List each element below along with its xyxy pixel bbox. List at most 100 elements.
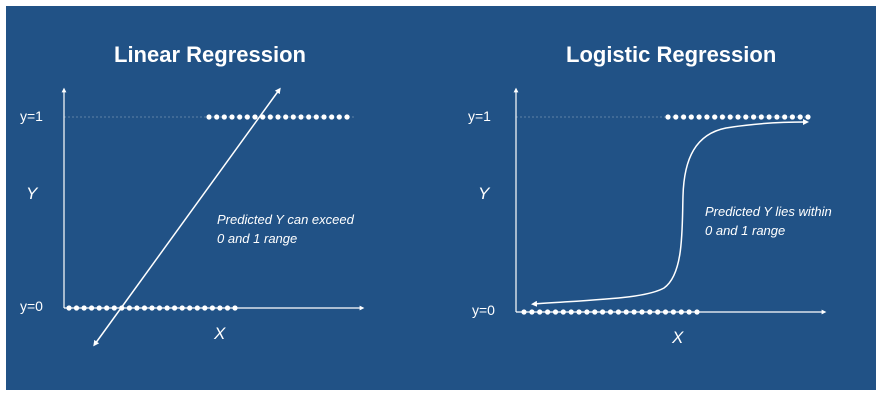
data-point xyxy=(81,305,87,311)
logistic-regression-title: Logistic Regression xyxy=(566,42,777,67)
data-point xyxy=(134,305,140,311)
data-point xyxy=(719,114,726,120)
data-point xyxy=(623,309,629,315)
data-point xyxy=(743,114,749,120)
data-point xyxy=(774,114,780,120)
data-point xyxy=(805,114,811,120)
data-point xyxy=(782,114,788,120)
data-point xyxy=(584,309,590,315)
linear-regression-plot xyxy=(61,87,365,347)
slide-background: Linear Regression Logistic Regression y=… xyxy=(6,6,876,390)
data-point xyxy=(696,114,702,120)
right-y-axis-label: Y xyxy=(478,184,490,203)
left-class0-points xyxy=(66,305,238,311)
data-point xyxy=(576,309,582,315)
data-point xyxy=(283,114,289,120)
data-point xyxy=(673,114,679,120)
data-point xyxy=(313,114,319,120)
diagram-canvas xyxy=(61,87,827,347)
data-point xyxy=(615,309,622,315)
data-point xyxy=(789,114,796,120)
data-point xyxy=(306,114,312,120)
data-point xyxy=(229,114,235,120)
data-point xyxy=(631,309,637,315)
data-point xyxy=(600,309,606,315)
linear-fit-line xyxy=(93,87,281,347)
left-x-axis-label: X xyxy=(214,324,226,343)
data-point xyxy=(545,309,551,315)
right-annotation: Predicted Y lies within 0 and 1 range xyxy=(705,202,832,240)
logistic-regression-plot xyxy=(513,87,827,315)
data-point xyxy=(237,114,243,120)
data-point xyxy=(537,309,543,315)
data-point xyxy=(232,305,238,311)
data-point xyxy=(336,114,342,120)
data-point xyxy=(751,114,757,120)
data-point xyxy=(694,309,700,315)
data-point xyxy=(681,114,687,120)
data-point xyxy=(655,309,661,315)
data-point xyxy=(214,114,220,120)
data-point xyxy=(149,305,155,311)
data-point xyxy=(66,305,72,311)
left-annotation-line1: Predicted Y can exceed xyxy=(217,212,354,227)
data-point xyxy=(670,309,677,315)
data-point xyxy=(766,114,772,120)
left-annotation-line2: 0 and 1 range xyxy=(217,231,298,246)
data-point xyxy=(187,305,193,311)
data-point xyxy=(209,305,215,311)
data-point xyxy=(529,309,535,315)
right-y1-label: y=1 xyxy=(468,108,491,124)
data-point xyxy=(607,309,614,315)
data-point xyxy=(321,114,327,120)
data-point xyxy=(758,114,764,120)
data-point xyxy=(568,309,574,315)
data-point xyxy=(678,309,684,315)
data-point xyxy=(704,114,710,120)
right-class0-points xyxy=(521,309,700,315)
data-point xyxy=(96,305,102,311)
data-point xyxy=(89,305,95,311)
data-point xyxy=(267,114,273,120)
right-class1-points xyxy=(665,114,811,120)
left-y0-label: y=0 xyxy=(20,298,43,314)
data-point xyxy=(126,305,132,311)
data-point xyxy=(104,305,110,311)
data-point xyxy=(194,305,200,311)
data-point xyxy=(244,114,250,120)
data-point xyxy=(735,114,741,120)
data-point xyxy=(156,305,163,311)
data-point xyxy=(639,309,645,315)
data-point xyxy=(688,114,694,120)
sigmoid-curve xyxy=(531,119,809,307)
data-point xyxy=(298,114,304,120)
data-point xyxy=(329,114,335,120)
data-point xyxy=(164,305,170,311)
data-point xyxy=(141,305,148,311)
data-point xyxy=(275,114,281,120)
data-point xyxy=(252,114,258,120)
right-annotation-line1: Predicted Y lies within xyxy=(705,204,832,219)
data-point xyxy=(73,305,80,311)
data-point xyxy=(202,305,208,311)
data-point xyxy=(662,309,669,315)
data-point xyxy=(344,114,350,120)
data-point xyxy=(797,114,803,120)
data-point xyxy=(224,305,231,311)
data-point xyxy=(221,114,227,120)
data-point xyxy=(111,305,117,311)
data-point xyxy=(172,305,178,311)
data-point xyxy=(179,305,185,311)
data-point xyxy=(647,309,653,315)
left-y1-label: y=1 xyxy=(20,108,43,124)
data-point xyxy=(665,114,671,120)
data-point xyxy=(217,305,223,311)
data-point xyxy=(727,114,733,120)
data-point xyxy=(686,309,692,315)
data-point xyxy=(560,309,566,315)
left-annotation: Predicted Y can exceed 0 and 1 range xyxy=(217,210,354,248)
right-annotation-line2: 0 and 1 range xyxy=(705,223,786,238)
data-point xyxy=(552,309,559,315)
linear-regression-title: Linear Regression xyxy=(114,42,306,67)
data-point xyxy=(521,309,527,315)
